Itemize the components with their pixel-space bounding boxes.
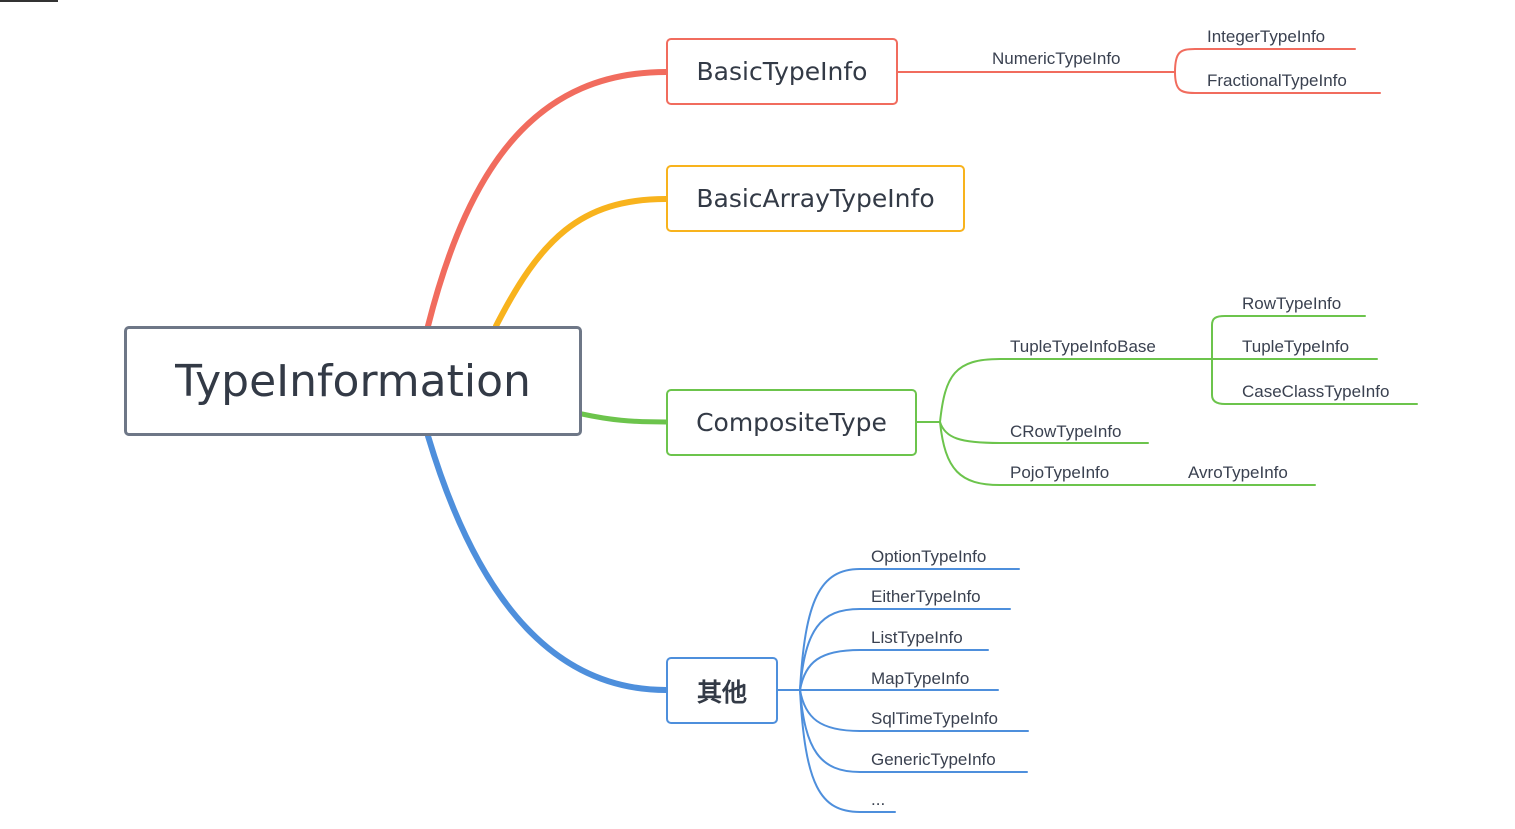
ellipsis-label: ... [871, 790, 885, 809]
root-to-composite-connector [579, 411, 669, 425]
fractional-type-label: FractionalTypeInfo [1207, 71, 1347, 90]
pojo-type-label: PojoTypeInfo [1010, 463, 1109, 482]
option-type-label: OptionTypeInfo [871, 547, 986, 566]
caseclass-type-label: CaseClassTypeInfo [1242, 382, 1389, 401]
generic-type-label: GenericTypeInfo [871, 750, 996, 769]
corner-mark [0, 0, 58, 2]
root-node-label: TypeInformation [175, 355, 531, 407]
integer-connector [1174, 48, 1356, 73]
numeric-type-label: NumericTypeInfo [992, 49, 1121, 68]
other-label: 其他 [696, 677, 747, 707]
list-connector [799, 649, 989, 691]
basic-type-info-label: BasicTypeInfo [696, 57, 868, 86]
generic-connector [799, 689, 1028, 773]
tuple-type-label: TupleTypeInfo [1242, 337, 1349, 356]
node-composite-type[interactable]: CompositeType [666, 389, 917, 456]
either-connector [799, 608, 1011, 691]
option-connector [799, 568, 1020, 691]
fractional-connector [1174, 71, 1381, 94]
row-type-connector [1211, 315, 1366, 360]
sqltime-connector [799, 689, 1029, 732]
ellipsis-connector [799, 689, 896, 813]
node-other[interactable]: 其他 [666, 657, 778, 724]
tuple-base-label: TupleTypeInfoBase [1010, 337, 1156, 356]
crow-type-label: CRowTypeInfo [1010, 422, 1122, 441]
root-to-array-connector [493, 196, 669, 329]
basic-array-type-info-label: BasicArrayTypeInfo [696, 184, 935, 213]
pojo-connector [939, 421, 1316, 486]
row-type-label: RowTypeInfo [1242, 294, 1341, 313]
list-type-label: ListTypeInfo [871, 628, 963, 647]
root-to-other-connector [425, 433, 669, 693]
avro-type-label: AvroTypeInfo [1188, 463, 1288, 482]
crow-connector [939, 421, 1149, 444]
node-basic-array-type-info[interactable]: BasicArrayTypeInfo [666, 165, 965, 232]
caseclass-type-connector [1211, 358, 1418, 405]
composite-type-label: CompositeType [696, 408, 887, 437]
root-to-basic-connector [425, 69, 669, 329]
tuple-base-connector [939, 358, 1213, 423]
map-type-label: MapTypeInfo [871, 669, 969, 688]
integer-type-label: IntegerTypeInfo [1207, 27, 1325, 46]
node-basic-type-info[interactable]: BasicTypeInfo [666, 38, 898, 105]
sqltime-type-label: SqlTimeTypeInfo [871, 709, 998, 728]
either-type-label: EitherTypeInfo [871, 587, 981, 606]
root-node-typeinformation[interactable]: TypeInformation [124, 326, 582, 436]
